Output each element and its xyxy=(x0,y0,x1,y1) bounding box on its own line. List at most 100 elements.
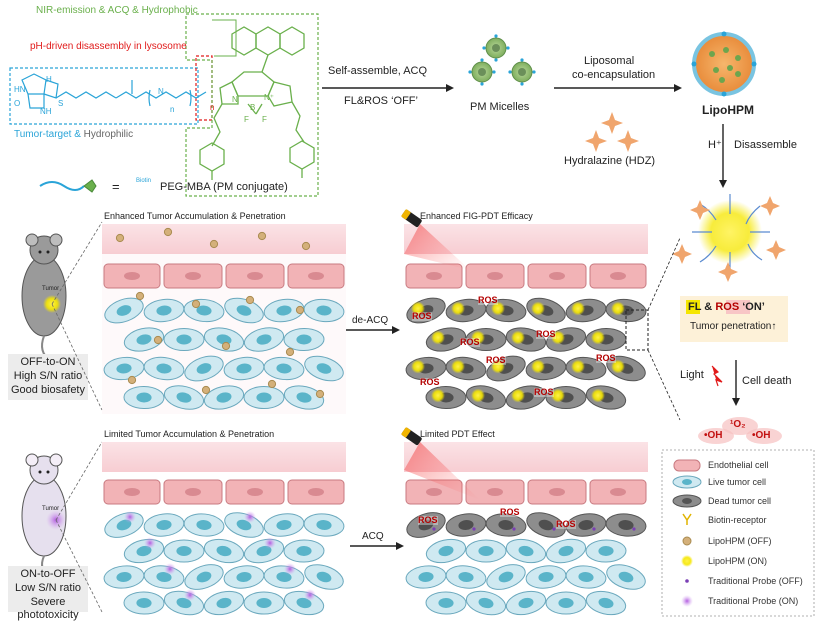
hydralazine-label: Hydralazine (HDZ) xyxy=(564,155,656,167)
live-tumor-cell xyxy=(203,385,245,410)
live-tumor-cell xyxy=(243,386,285,409)
live-tumor-cell xyxy=(263,565,305,589)
live-tumor-cell xyxy=(505,538,547,564)
probe-off-dot xyxy=(432,527,436,531)
lipohpm-label: LipoHPM xyxy=(702,103,754,117)
live-tumor-cell xyxy=(283,539,325,563)
lipohpm-on-glow xyxy=(591,388,605,403)
top-panel xyxy=(8,209,681,421)
live-tumor-cell xyxy=(545,591,587,615)
live-tumor-cell xyxy=(103,356,145,381)
live-tumor-cell xyxy=(104,297,144,324)
ros-tag: ROS xyxy=(418,515,438,525)
subscript-n2: n xyxy=(210,103,215,112)
probe-on-glow xyxy=(304,589,316,601)
endothelial-row-bottom-right xyxy=(405,479,647,505)
liposomal-label: Liposomal xyxy=(584,55,635,67)
ros-tag: ROS xyxy=(596,353,616,363)
live-tumor-cell xyxy=(283,590,325,616)
legend-label-biotin: Biotin-receptor xyxy=(708,515,767,525)
lipohpm-off-dot xyxy=(127,375,137,385)
lipohpm-on-glow xyxy=(451,301,465,316)
lipohpm-off-dot xyxy=(191,299,201,309)
live-tumor-cell xyxy=(104,512,144,538)
lipohpm-on-glow xyxy=(571,359,585,374)
live-tumor-cell xyxy=(163,385,205,410)
live-tumor-cell xyxy=(263,356,305,381)
caption-line: Good biosafety xyxy=(11,383,85,396)
live-tumor-cell xyxy=(585,539,627,563)
equals-sign: = xyxy=(112,179,120,194)
caption-line: Low S/N ratio xyxy=(14,581,82,594)
bottom-panel xyxy=(8,427,648,616)
probe-off-dot xyxy=(552,527,556,531)
live-tumor-cell xyxy=(405,565,447,589)
dead-tumor-cell xyxy=(526,297,566,324)
ros-tag: ROS xyxy=(460,337,480,347)
ros-text: ROS xyxy=(715,301,740,313)
live-tumor-cell xyxy=(163,590,205,616)
ros-tag: ROS xyxy=(420,377,440,387)
live-tumor-cell xyxy=(585,590,627,616)
live-tumor-cell xyxy=(445,565,487,589)
live-tumor-cell xyxy=(304,564,344,590)
lipohpm-off-dot xyxy=(115,233,125,243)
molecule-structure xyxy=(9,13,319,197)
amp-text: & xyxy=(71,129,84,140)
probe-on-glow xyxy=(244,511,256,523)
lipohpm-on-glow xyxy=(571,301,585,316)
cells-bottom-right xyxy=(405,512,647,616)
atom-b: B xyxy=(250,103,256,112)
live-tumor-cell xyxy=(143,513,185,537)
live-tumor-cell xyxy=(263,298,305,323)
live-tumor-cell xyxy=(103,565,145,589)
singlet-oxygen-label: ¹O₂ xyxy=(730,419,746,430)
ros-tag: ROS xyxy=(486,355,506,365)
subscript-n: n xyxy=(170,105,175,114)
dead-tumor-cell xyxy=(485,513,527,537)
probe-on-glow xyxy=(144,537,156,549)
lipohpm-on-glow xyxy=(471,330,485,345)
bottom-left-title: Limited Tumor Accumulation & Penetration xyxy=(104,429,275,439)
mouse-top-label: Tumor xyxy=(42,286,60,292)
ros-tag: ROS xyxy=(536,329,556,339)
mouse-bottom-label: Tumor xyxy=(42,506,60,512)
legend-label-live: Live tumor cell xyxy=(708,477,767,487)
live-tumor-cell xyxy=(224,297,264,324)
live-tumor-cell xyxy=(123,538,165,564)
live-tumor-cell xyxy=(123,385,165,410)
live-tumor-cell xyxy=(224,512,264,538)
lipohpm-on-glow xyxy=(531,301,545,316)
live-tumor-cell xyxy=(606,564,646,590)
legend-label-probe-off: Traditional Probe (OFF) xyxy=(708,576,803,586)
live-tumor-cell xyxy=(465,539,507,563)
dead-tumor-cell xyxy=(445,513,487,537)
dead-tumor-cell xyxy=(526,512,566,538)
live-tumor-cell xyxy=(123,591,165,615)
live-cells-top-left xyxy=(103,297,345,410)
pm-micelles-label: PM Micelles xyxy=(470,101,530,113)
lipohpm-on-glow xyxy=(611,301,625,316)
de-acq-label: de-ACQ xyxy=(352,315,389,326)
ros-tag: ROS xyxy=(412,311,432,321)
live-tumor-cell xyxy=(143,298,185,323)
probe-off-dot xyxy=(632,527,636,531)
lipohpm-on-glow xyxy=(511,388,525,403)
self-assemble-label: Self-assemble, ACQ xyxy=(328,65,428,77)
lipohpm-on-glow xyxy=(551,388,565,403)
laser-bottom xyxy=(401,427,480,500)
legend-label-probe-on: Traditional Probe (ON) xyxy=(708,596,799,606)
caption-line: OFF-to-ON xyxy=(20,356,76,368)
nir-label: NIR-emission & ACQ & Hydrophobic xyxy=(36,5,198,16)
conjugate-label: PEG-MBA (PM conjugate) xyxy=(160,181,288,193)
lipohpm-on-glow xyxy=(431,330,445,345)
lipohpm-off-dot xyxy=(267,379,277,389)
live-tumor-cell xyxy=(183,513,225,537)
lipohpm-off-dot xyxy=(163,227,173,237)
right-status xyxy=(680,296,788,444)
live-tumor-cell xyxy=(243,327,285,352)
legend-label-lipo-on: LipoHPM (ON) xyxy=(708,556,768,566)
lipohpm-off-dot xyxy=(209,239,219,249)
